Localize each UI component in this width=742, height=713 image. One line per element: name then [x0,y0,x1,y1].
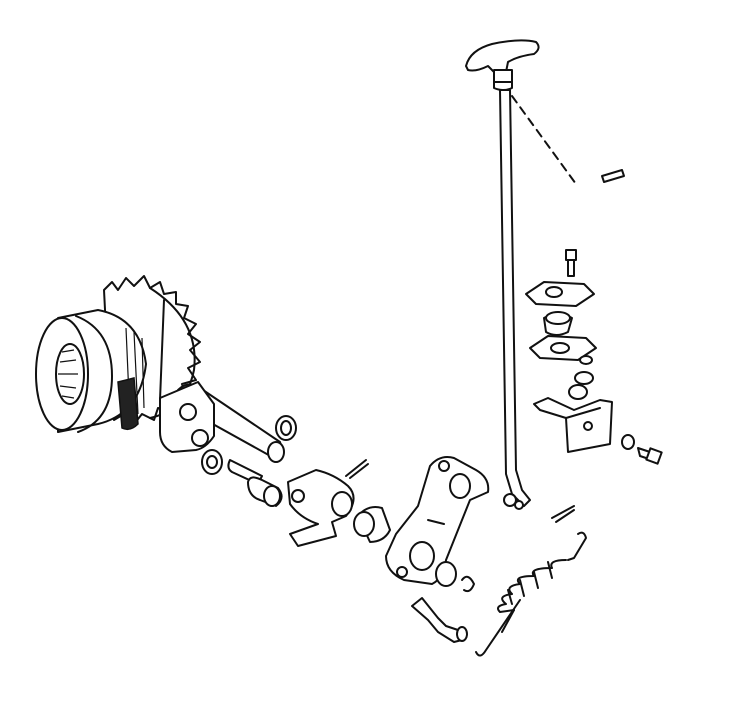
small-cotter-pin [551,505,575,523]
extension-spring [497,531,587,633]
stud [411,597,468,643]
spring-hook-rod [475,599,521,657]
shift-lever [385,456,490,585]
roll-pin [601,169,625,183]
mounting-bracket [533,384,613,453]
leader-line [511,95,577,185]
bushing [353,506,391,543]
pivot-bolt [201,449,283,507]
rubber-grommet [543,311,573,336]
shift-fork [287,469,355,547]
mounting-flange [525,281,595,307]
gasket [529,335,597,361]
o-ring [275,415,297,441]
nut [574,355,594,385]
clutch-gear-assembly [35,275,285,463]
t-handle [465,39,540,91]
control-rod [499,89,531,510]
retaining-ring [435,561,475,593]
cap-screw [565,249,577,277]
hex-bolt [621,434,663,465]
cotter-pin [345,459,369,479]
